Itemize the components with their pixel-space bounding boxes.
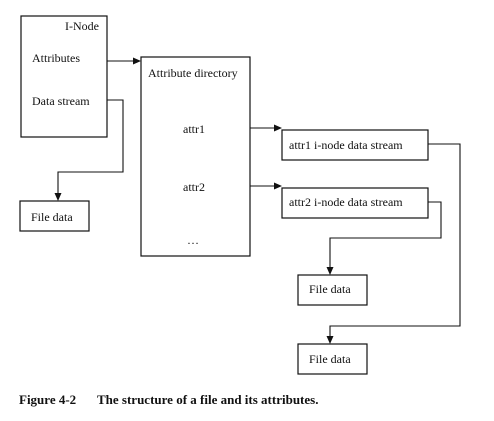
file-data-main-label: File data: [31, 210, 73, 224]
attr1-stream-label: attr1 i-node data stream: [289, 138, 403, 152]
arrowhead: [54, 193, 62, 201]
attr2-stream-label: attr2 i-node data stream: [289, 195, 403, 209]
inode-node: I-Node Attributes Data stream: [20, 15, 108, 138]
attr2-file-data-box: [297, 274, 368, 306]
figure-caption: Figure 4-2 The structure of a file and i…: [19, 392, 318, 407]
arrowhead: [274, 124, 282, 132]
attr1-file-data-node: File data: [297, 343, 368, 375]
connector-datastream-to-file-data: [54, 99, 124, 201]
arrowhead: [274, 182, 282, 190]
attribute-directory-node: Attribute directory attr1 attr2 …: [140, 56, 251, 257]
attribute-entry-attr2: attr2: [183, 180, 205, 194]
attribute-directory-title: Attribute directory: [148, 66, 238, 80]
attr1-stream-node: attr1 i-node data stream: [281, 129, 429, 161]
attr2-file-data-node: File data: [297, 274, 368, 306]
attr1-file-data-box: [297, 343, 368, 375]
attr1-file-data-label: File data: [309, 352, 351, 366]
attr2-stream-box: [281, 187, 429, 219]
connector-attributes-to-directory: [107, 57, 141, 65]
connector-attr2-to-stream: [250, 182, 282, 190]
attr2-stream-node: attr2 i-node data stream: [281, 187, 429, 219]
attr1-stream-box: [281, 129, 429, 161]
file-data-main-box: [19, 200, 90, 232]
caption-number: Figure 4-2: [19, 392, 76, 407]
arrowhead: [133, 57, 141, 65]
attr2-file-data-label: File data: [309, 282, 351, 296]
arrowhead: [326, 336, 334, 344]
connector-attr1-stream-to-file-data: [326, 143, 461, 344]
attribute-entry-attr1: attr1: [183, 122, 205, 136]
caption-text: The structure of a file and its attribut…: [97, 392, 318, 407]
inode-attributes-label: Attributes: [32, 51, 80, 65]
inode-data-stream-label: Data stream: [32, 94, 90, 108]
connector-attr2-stream-to-file-data: [326, 201, 442, 275]
attribute-directory-box: [140, 56, 251, 257]
file-data-main-node: File data: [19, 200, 90, 232]
inode-title: I-Node: [65, 19, 99, 33]
arrowhead: [326, 267, 334, 275]
attribute-entry-ellipsis: …: [187, 233, 199, 247]
connector-attr1-to-stream: [250, 124, 282, 132]
inode-box: [20, 15, 108, 138]
